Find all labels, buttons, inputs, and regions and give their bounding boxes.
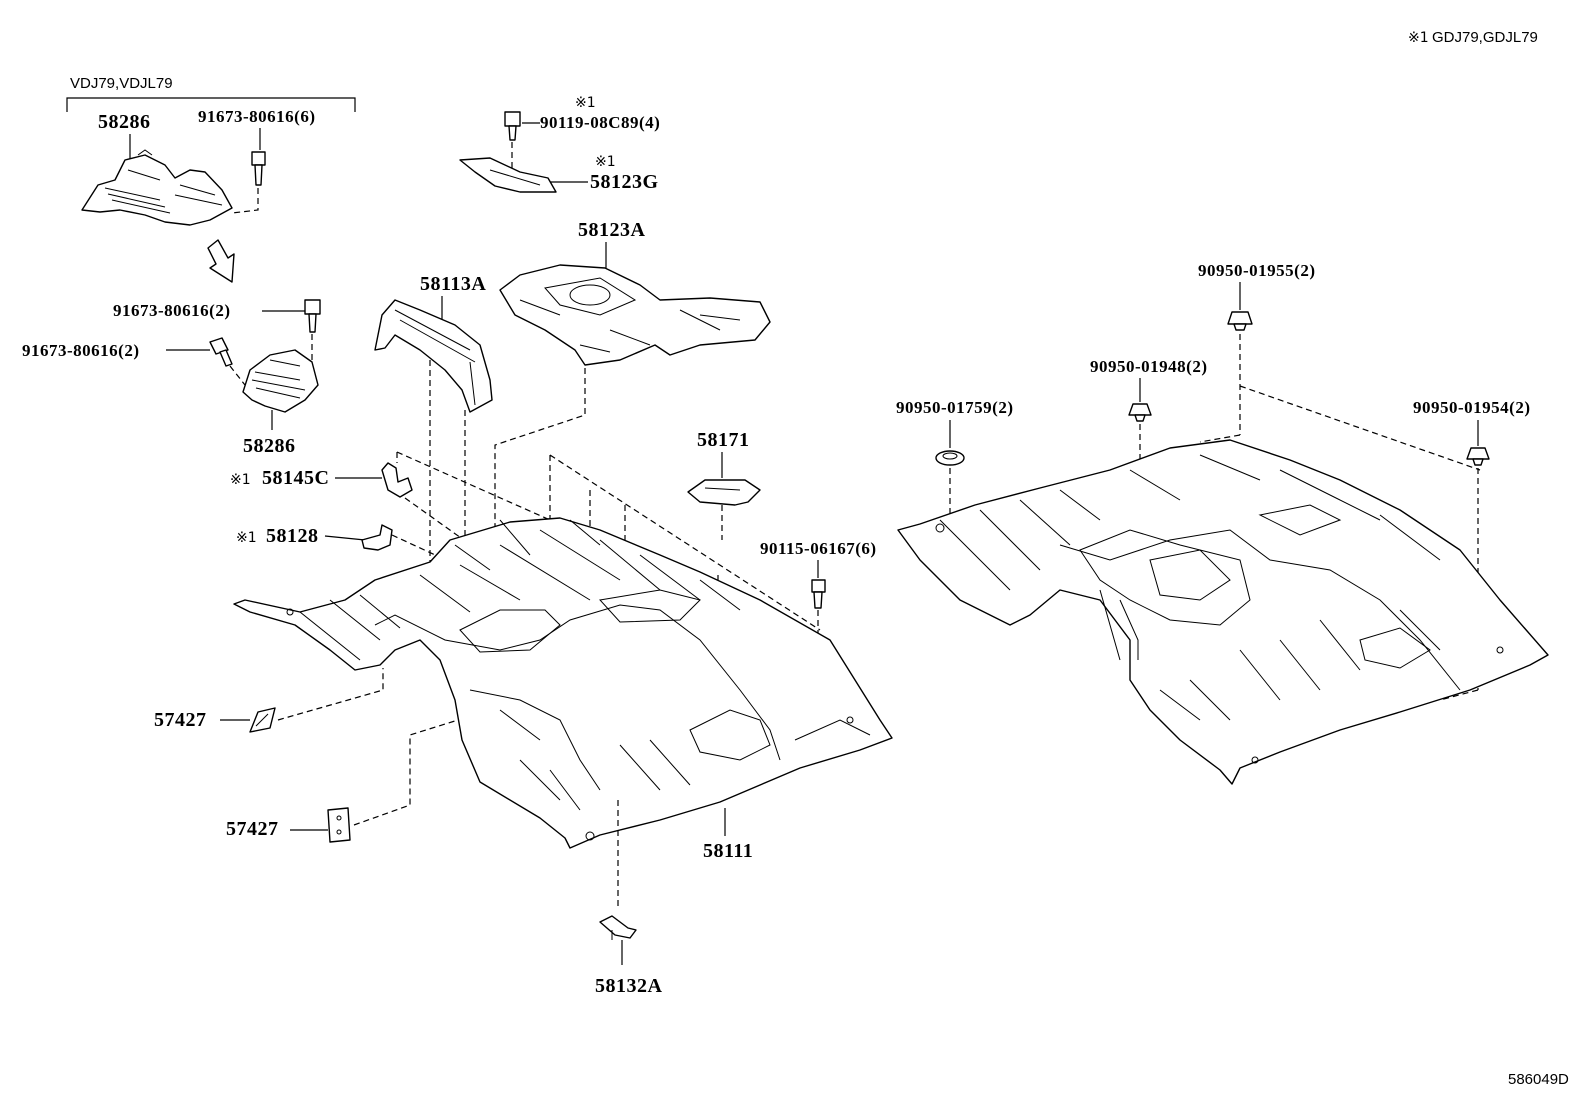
header-note-text: GDJ79,GDJL79	[1432, 29, 1538, 46]
floor-pan-icon	[233, 517, 893, 849]
callout-bracket-c-marker: ※1	[230, 472, 251, 488]
callout-bolt-6[interactable]: 90115-06167(6)	[760, 539, 877, 558]
callout-bolt-4[interactable]: 90119-08C89(4)	[540, 113, 660, 132]
dash-plug-1955	[1239, 334, 1481, 471]
callout-bolt-4-marker: ※1	[575, 95, 596, 111]
callout-cover-171[interactable]: 58171	[697, 429, 750, 451]
floor-pan-icon	[897, 439, 1549, 785]
plug-icon	[249, 707, 276, 733]
callout-plug-1954[interactable]: 90950-01954(2)	[1413, 398, 1530, 417]
callout-plug-1955[interactable]: 90950-01955(2)	[1198, 261, 1315, 280]
callout-bracket-c[interactable]: 58145C	[262, 467, 329, 489]
bracket-icon	[361, 524, 393, 551]
header-note-marker: ※1	[1408, 30, 1429, 46]
plug-icon	[1466, 447, 1490, 466]
callout-plug-1948[interactable]: 90950-01948(2)	[1090, 357, 1207, 376]
callout-reinf-a[interactable]: 58113A	[420, 273, 486, 295]
plug-icon	[327, 807, 351, 843]
plate-icon	[459, 157, 557, 193]
bolt-icon	[304, 299, 321, 333]
boot-icon	[242, 349, 319, 413]
variant-group-label: VDJ79,VDJL79	[70, 75, 173, 92]
plug-icon	[1227, 311, 1253, 331]
dash-right-guide	[1199, 434, 1479, 701]
callout-clip-a[interactable]: 58132A	[595, 975, 663, 997]
boot-icon	[81, 149, 233, 226]
variant-group: VDJ79,VDJL79	[66, 75, 356, 112]
reinforcement-icon	[374, 299, 493, 413]
variant-bracket	[66, 97, 356, 112]
callout-screw-2-left[interactable]: 91673-80616(2)	[22, 341, 139, 360]
dash-plate-a	[494, 368, 586, 585]
bolt-icon	[811, 579, 826, 609]
dash-screw-boot	[231, 188, 259, 214]
arrow-down-icon	[207, 239, 235, 283]
callout-plate-g-marker: ※1	[595, 154, 616, 170]
callout-bracket-128[interactable]: 58128	[266, 525, 319, 547]
callout-plug-lower[interactable]: 57427	[226, 818, 279, 840]
bolt-icon	[504, 111, 521, 141]
callout-floor-pan[interactable]: 58111	[703, 840, 753, 862]
callout-screw-2-upper[interactable]: 91673-80616(2)	[113, 301, 230, 320]
header-note: ※1 GDJ79,GDJL79	[1408, 29, 1538, 46]
dash-lower-boot	[229, 334, 313, 386]
callout-screw-6[interactable]: 91673-80616(6)	[198, 107, 315, 126]
callout-boot-lower[interactable]: 58286	[243, 435, 296, 457]
bolt-icon	[209, 337, 233, 367]
callout-plug-upper[interactable]: 57427	[154, 709, 207, 731]
callout-bracket-128-marker: ※1	[236, 530, 257, 546]
plug-icon	[1128, 403, 1152, 422]
clip-icon	[599, 915, 637, 940]
bracket-icon	[381, 462, 413, 498]
diagram-code: 586049D	[1508, 1071, 1569, 1088]
dash-plug-lower	[353, 719, 459, 826]
callout-plug-1759[interactable]: 90950-01759(2)	[896, 398, 1013, 417]
callout-plate-g[interactable]: 58123G	[590, 171, 659, 193]
dash-plug-upper	[277, 668, 384, 721]
bolt-icon	[251, 151, 266, 186]
leader-bracket-128	[324, 535, 366, 541]
cover-icon	[687, 479, 761, 506]
callout-boot-top[interactable]: 58286	[98, 111, 151, 133]
plug-icon	[935, 450, 965, 466]
callout-plate-a[interactable]: 58123A	[578, 219, 646, 241]
crossmember-icon	[499, 264, 771, 366]
